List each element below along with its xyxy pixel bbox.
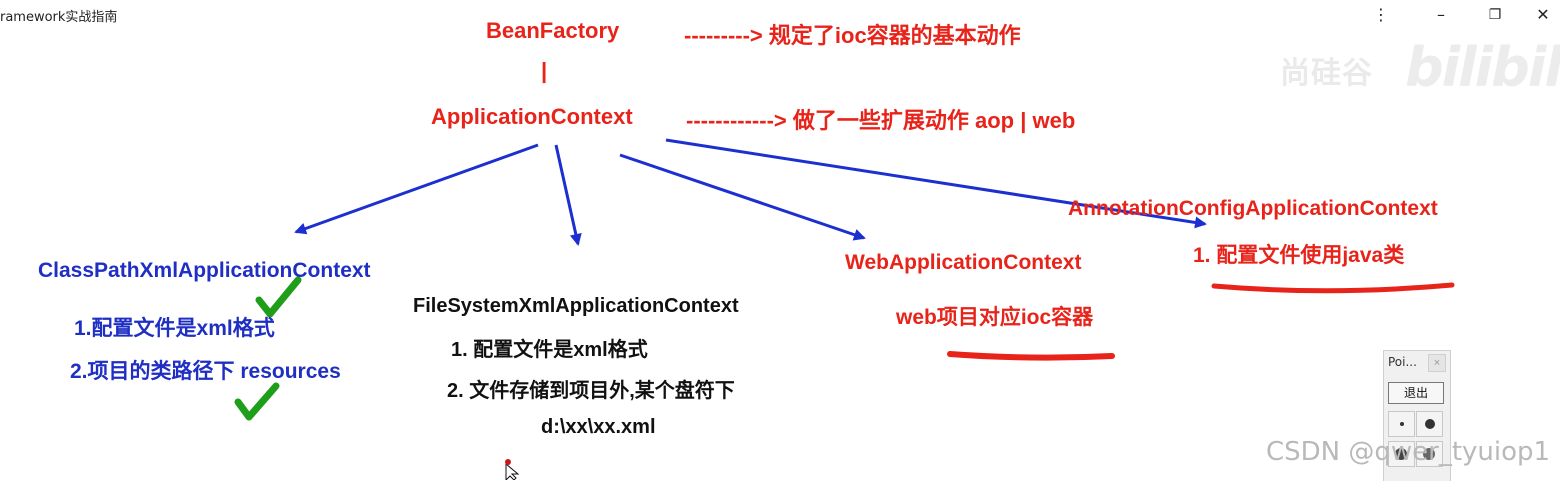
beanfactory-description: ---------> 规定了ioc容器的基本动作 [684,23,1021,48]
arrow-to-filesystem [554,144,582,246]
applicationcontext-description: ------------> 做了一些扩展动作 aop | web [686,108,1076,133]
arrow-to-annotation [665,138,1207,229]
filesystem-context-label: FileSystemXmlApplicationContext [413,295,739,317]
kebab-menu-icon[interactable]: ⋮ [1373,5,1389,24]
close-icon[interactable]: ✕ [1536,5,1550,24]
web-point-1: web项目对应ioc容器 [896,306,1094,329]
filesystem-point-1: 1. 配置文件是xml格式 [451,339,648,361]
underline-web [947,351,1115,361]
filesystem-point-2: 2. 文件存储到项目外,某个盘符下 [447,380,735,402]
color-option-2[interactable] [1416,441,1443,467]
beanfactory-pipe: | [541,58,548,83]
large-dot-icon [1425,419,1435,429]
arrow-to-classpath [294,143,539,235]
classpath-context-label: ClassPathXmlApplicationContext [38,259,371,282]
checkmark-icon [234,382,280,421]
pointer-tool-panel: Poi... × 退出 [1383,350,1451,481]
applicationcontext-label: ApplicationContext [431,104,633,129]
annotation-context-label: AnnotationConfigApplicationContext [1068,197,1438,220]
small-dot-icon [1400,422,1404,426]
bilibili-watermark-logo: bilibili [1405,36,1560,99]
pointer-size-selector[interactable] [1388,411,1443,437]
checkmark-icon [255,276,302,318]
filesystem-point-3: d:\xx\xx.xml [541,416,656,438]
small-dot-option[interactable] [1388,411,1415,437]
minimize-icon[interactable]: – [1437,5,1445,24]
window-title: ramework实战指南 [0,10,118,25]
restore-icon[interactable]: ❐ [1488,7,1502,23]
panel-title: Poi... [1388,355,1417,369]
classpath-point-2: 2.项目的类路径下 resources [70,360,341,383]
csdn-watermark: CSDN @qwer_tyuiop1 [1266,437,1551,467]
dark-dot-icon [1395,448,1407,460]
panel-close-button[interactable]: × [1428,354,1446,372]
beanfactory-label: BeanFactory [486,18,620,43]
exit-button[interactable]: 退出 [1388,382,1444,404]
pointer-color-selector[interactable] [1388,441,1443,467]
web-context-label: WebApplicationContext [845,251,1082,274]
bilibili-watermark-text: 尚硅谷 [1280,56,1373,91]
underline-annotation [1211,282,1455,294]
gray-dot-icon [1423,448,1435,460]
large-dot-option[interactable] [1416,411,1443,437]
mouse-cursor-icon [505,462,520,480]
color-option-1[interactable] [1388,441,1415,467]
classpath-point-1: 1.配置文件是xml格式 [74,317,275,340]
arrow-to-web [619,153,866,241]
annotation-point-1: 1. 配置文件使用java类 [1193,244,1405,267]
